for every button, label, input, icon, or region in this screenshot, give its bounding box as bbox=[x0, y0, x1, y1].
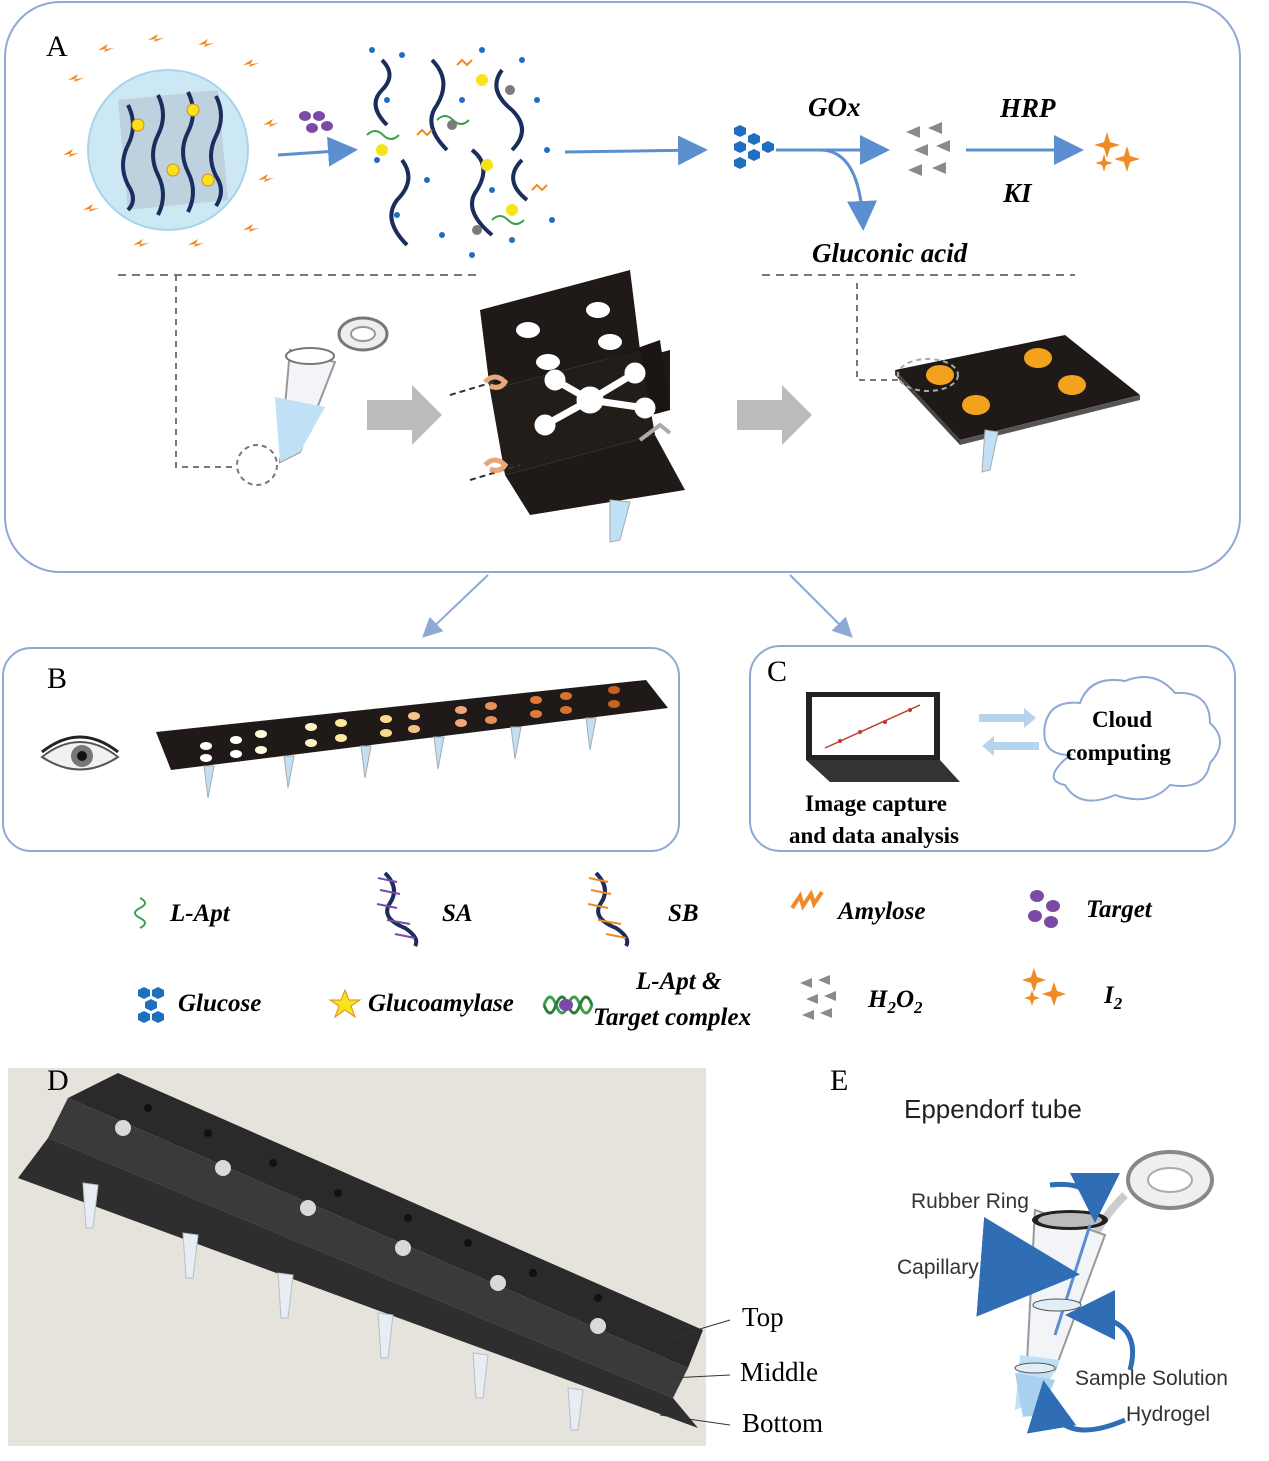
target-molecule-icon bbox=[299, 111, 333, 133]
legend-glucose: Glucose bbox=[178, 990, 262, 1017]
released-strands bbox=[366, 47, 555, 258]
legend-sb: SB bbox=[668, 900, 699, 927]
reaction-arrows bbox=[118, 135, 1084, 468]
legend-i2: I2 bbox=[1104, 982, 1122, 1014]
label-middle: Middle bbox=[740, 1357, 818, 1387]
sync-arrows-icon bbox=[979, 708, 1039, 756]
panel-b-letter: B bbox=[47, 662, 68, 695]
ki-label: KI bbox=[1003, 178, 1032, 208]
folded-paper-device bbox=[449, 270, 685, 543]
target-icon bbox=[1028, 890, 1060, 928]
legend-glucoamylase: Glucoamylase bbox=[368, 990, 514, 1017]
i2-i: I bbox=[1104, 982, 1114, 1009]
gluconic-acid-label: Gluconic acid bbox=[812, 238, 968, 268]
legend-l-apt: L-Apt bbox=[170, 900, 230, 927]
glucoamylase-icon bbox=[328, 988, 362, 1019]
legend-amylose: Amylose bbox=[838, 898, 926, 925]
i2-sub: 2 bbox=[1113, 994, 1123, 1013]
h2o2-h: H bbox=[868, 986, 888, 1013]
legend-target: Target bbox=[1086, 896, 1152, 923]
hrp-label: HRP bbox=[1000, 93, 1056, 123]
label-sample-solution: Sample Solution bbox=[1075, 1367, 1228, 1390]
label-capillary: Capillary bbox=[897, 1256, 979, 1279]
label-bottom: Bottom bbox=[742, 1408, 824, 1438]
panel-b-frame bbox=[2, 647, 680, 852]
capture-label-line2: and data analysis bbox=[789, 823, 960, 848]
panel-a-frame bbox=[4, 1, 1241, 573]
l-apt-icon bbox=[134, 897, 146, 929]
gox-label: GOx bbox=[808, 92, 861, 122]
complex-icon bbox=[542, 995, 594, 1015]
panel-c-letter: C bbox=[767, 655, 788, 688]
legend-sa: SA bbox=[442, 900, 473, 927]
grey-arrow-2 bbox=[737, 385, 812, 445]
iodine-icon bbox=[1094, 132, 1140, 172]
legend-h2o2: H2O2 bbox=[868, 986, 923, 1018]
panel-e-title: Eppendorf tube bbox=[904, 1094, 1082, 1124]
cloud-label-line2: computing bbox=[1066, 740, 1171, 765]
eppendorf-tube-icon bbox=[236, 316, 389, 486]
h2o2-sub1: 2 bbox=[887, 998, 896, 1017]
h2o2-sub2: 2 bbox=[914, 998, 923, 1017]
eppendorf-diagram bbox=[976, 1150, 1214, 1434]
glucose-icon bbox=[734, 125, 774, 169]
capture-label-line1: Image capture bbox=[805, 791, 948, 816]
label-hydrogel: Hydrogel bbox=[1126, 1403, 1211, 1426]
connector-arrows bbox=[422, 574, 853, 638]
panel-e-letter: E bbox=[830, 1064, 849, 1097]
legend-complex-line2: Target complex bbox=[593, 1004, 752, 1031]
hydrogel-sphere-icon bbox=[63, 34, 279, 247]
i2-legend-icon bbox=[1022, 968, 1066, 1006]
panel-c-frame bbox=[749, 645, 1236, 852]
eye-icon bbox=[40, 735, 120, 771]
device-photo bbox=[8, 1068, 706, 1446]
panel-d-leader-lines bbox=[659, 1319, 731, 1426]
amylose-icon bbox=[790, 889, 824, 911]
glucose-legend-icon bbox=[138, 987, 164, 1023]
legend-complex-line1: L-Apt & bbox=[636, 968, 722, 995]
sa-icon bbox=[376, 871, 419, 948]
test-strip bbox=[156, 680, 668, 799]
panel-d-letter: D bbox=[47, 1064, 69, 1097]
grey-arrow-1 bbox=[367, 385, 442, 445]
result-paper-device bbox=[895, 335, 1140, 473]
label-top: Top bbox=[742, 1302, 784, 1332]
panel-a-letter: A bbox=[46, 30, 68, 63]
laptop-icon bbox=[806, 692, 960, 782]
h2o2-icon bbox=[906, 122, 950, 176]
cloud-icon bbox=[1043, 676, 1221, 802]
sb-icon bbox=[587, 871, 630, 948]
cloud-label-line1: Cloud bbox=[1092, 707, 1153, 732]
label-rubber-ring: Rubber Ring bbox=[911, 1190, 1029, 1213]
h2o2-legend-icon bbox=[800, 975, 836, 1020]
h2o2-o: O bbox=[895, 986, 915, 1013]
